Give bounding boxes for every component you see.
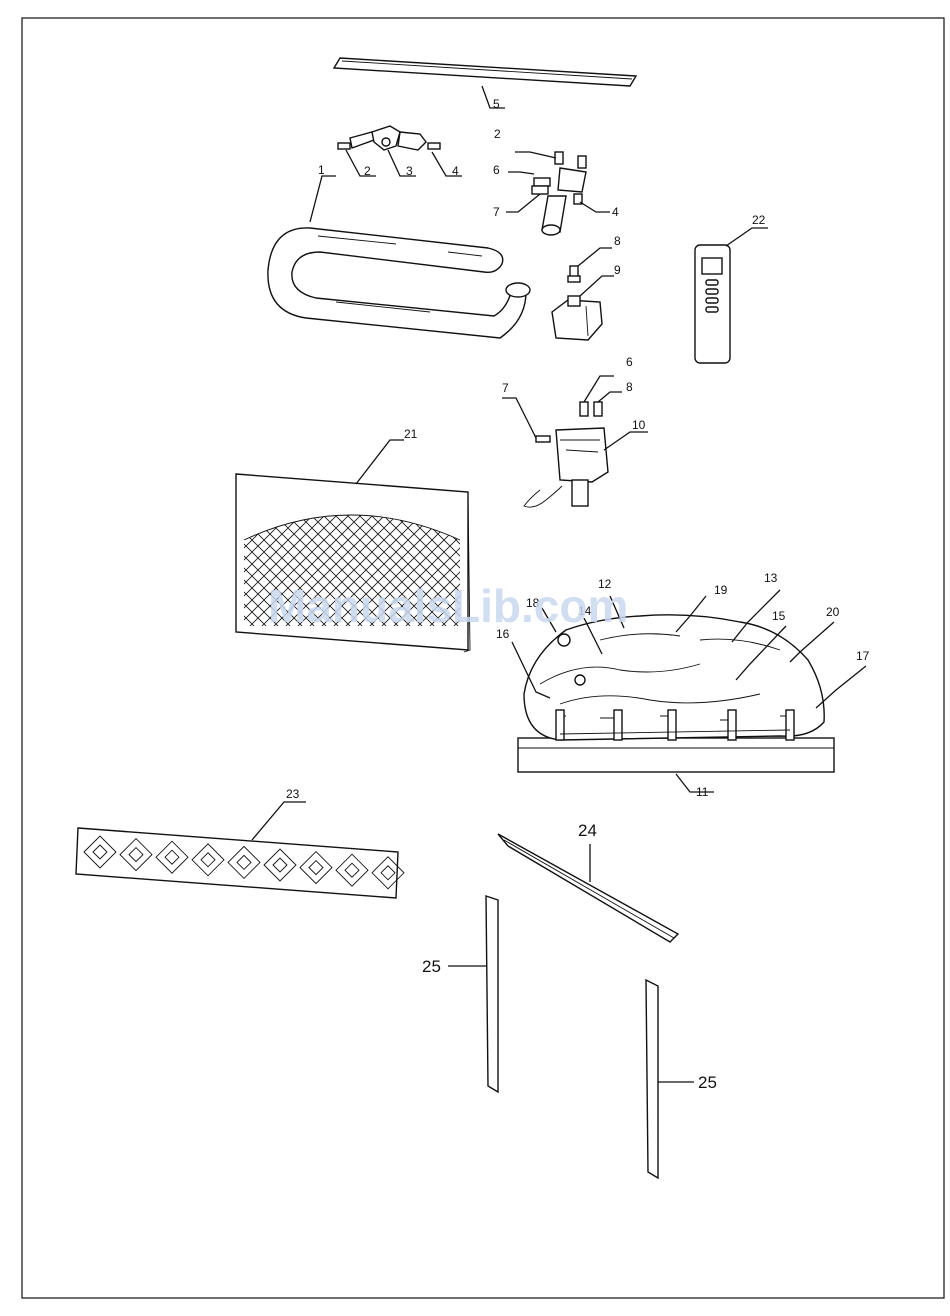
callout-22: 22 <box>752 213 766 227</box>
part-2-3-4-fittings-left <box>338 126 440 150</box>
callout-25: 25 <box>698 1073 717 1092</box>
callout-6: 6 <box>493 163 500 177</box>
callout-17: 17 <box>856 649 870 663</box>
callout-8: 8 <box>614 234 621 248</box>
part-11-20-log-set-and-base <box>518 615 834 772</box>
callout-3: 3 <box>406 164 413 178</box>
callout-2: 2 <box>494 127 501 141</box>
callout-2: 2 <box>364 164 371 178</box>
callout-8: 8 <box>626 380 633 394</box>
callout-24: 24 <box>578 821 597 840</box>
part-22-remote-control <box>695 245 730 363</box>
callout-4: 4 <box>612 205 619 219</box>
callout-10: 10 <box>632 418 646 432</box>
part-8-fitting-upper <box>568 266 580 282</box>
watermark: ManualsLib.com <box>268 580 628 632</box>
part-24-angled-trim <box>498 834 678 942</box>
callout-7: 7 <box>493 205 500 219</box>
callout-11: 11 <box>696 785 709 799</box>
callout-15: 15 <box>772 609 786 623</box>
part-9-control-module <box>552 296 602 340</box>
callout-4: 4 <box>452 164 459 178</box>
callout-20: 20 <box>826 605 840 619</box>
callout-9: 9 <box>614 263 621 277</box>
part-valve-assembly-upper <box>532 152 586 235</box>
part-1-burner-tube <box>268 228 530 338</box>
callout-19: 19 <box>714 583 728 597</box>
callout-6: 6 <box>626 355 633 369</box>
callout-23: 23 <box>286 787 300 801</box>
callout-21: 21 <box>404 427 418 441</box>
callout-7: 7 <box>502 381 509 395</box>
part-25-side-strip-left <box>486 896 498 1092</box>
callout-5: 5 <box>493 97 500 111</box>
callout-13: 13 <box>764 571 778 585</box>
callout-25: 25 <box>422 957 441 976</box>
part-5-top-trim-bar <box>334 58 636 86</box>
part-25-side-strip-right <box>646 980 658 1178</box>
callout-1: 1 <box>318 163 325 177</box>
part-23-decorative-panel <box>76 828 404 898</box>
part-10-gas-valve <box>524 402 608 507</box>
